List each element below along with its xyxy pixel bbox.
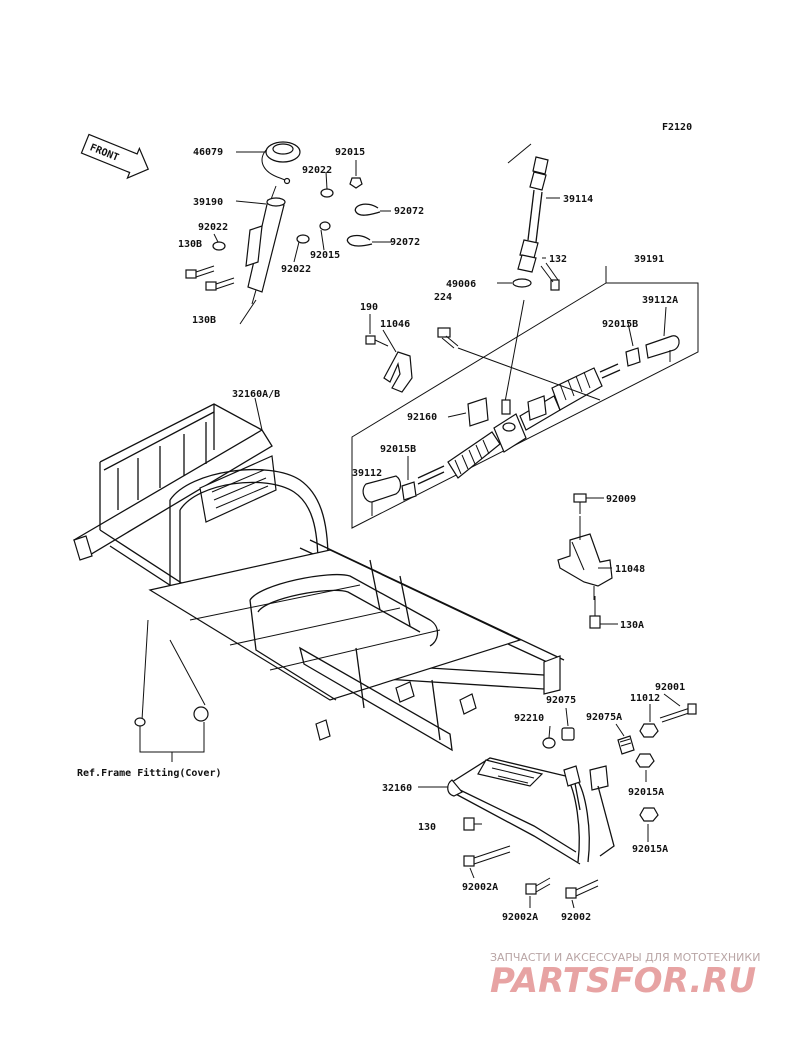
part-label-92002: 92002 — [561, 912, 591, 923]
figure-code: F2120 — [662, 122, 692, 133]
part-label-49006: 49006 — [446, 279, 476, 290]
part-label-92002a: 92002A — [502, 912, 538, 923]
part-label-92015b: 92015B — [602, 319, 638, 330]
watermark-tagline: ЗАПЧАСТИ И АКСЕССУАРЫ ДЛЯ МОТОТЕХНИКИ — [490, 951, 760, 964]
part-label-92072: 92072 — [390, 237, 420, 248]
part-label-92015: 92015 — [335, 147, 365, 158]
part-label-39112: 39112 — [352, 468, 382, 479]
part-label-224: 224 — [434, 292, 452, 303]
part-label-39112a: 39112A — [642, 295, 678, 306]
part-label-11012: 11012 — [630, 693, 660, 704]
reference-note: Ref.Frame Fitting(Cover) — [77, 767, 222, 779]
part-label-92075: 92075 — [546, 695, 576, 706]
part-label-130a: 130A — [620, 620, 644, 631]
part-label-92075a: 92075A — [586, 712, 622, 723]
part-label-132: 132 — [549, 254, 567, 265]
part-label-39190: 39190 — [193, 197, 223, 208]
part-label-32160: 32160 — [382, 783, 412, 794]
steering-column-drawing — [185, 141, 391, 325]
watermark-brand: PARTSFOR.RU — [490, 961, 756, 1001]
part-label-11046: 11046 — [380, 319, 410, 330]
part-label-92022: 92022 — [281, 264, 311, 275]
part-label-92002a: 92002A — [462, 882, 498, 893]
part-label-92072: 92072 — [394, 206, 424, 217]
bracket-11046-drawing — [365, 314, 413, 393]
steering-rack-group — [351, 266, 699, 529]
part-label-190: 190 — [360, 302, 378, 313]
front-arrow-icon: FRONT — [80, 133, 150, 180]
reference-leader-lines — [134, 619, 209, 762]
part-label-92015: 92015 — [310, 250, 340, 261]
part-label-92015a: 92015A — [628, 787, 664, 798]
part-label-130: 130 — [418, 822, 436, 833]
part-label-130b: 130B — [178, 239, 202, 250]
bracket-11048-drawing — [557, 493, 618, 629]
part-label-39114: 39114 — [563, 194, 593, 205]
main-frame-drawing — [72, 397, 565, 752]
part-label-32160a-b: 32160A/B — [232, 389, 280, 400]
part-label-92022: 92022 — [198, 222, 228, 233]
sub-frame-drawing — [418, 693, 697, 909]
part-label-11048: 11048 — [615, 564, 645, 575]
part-label-39191: 39191 — [634, 254, 664, 265]
steering-shaft-drawing — [497, 143, 560, 403]
part-label-92160: 92160 — [407, 412, 437, 423]
part-label-92210: 92210 — [514, 713, 544, 724]
part-label-130b: 130B — [192, 315, 216, 326]
part-label-46079: 46079 — [193, 147, 223, 158]
part-label-92001: 92001 — [655, 682, 685, 693]
part-label-92015a: 92015A — [632, 844, 668, 855]
part-label-92015b: 92015B — [380, 444, 416, 455]
part-label-92022: 92022 — [302, 165, 332, 176]
part-label-92009: 92009 — [606, 494, 636, 505]
